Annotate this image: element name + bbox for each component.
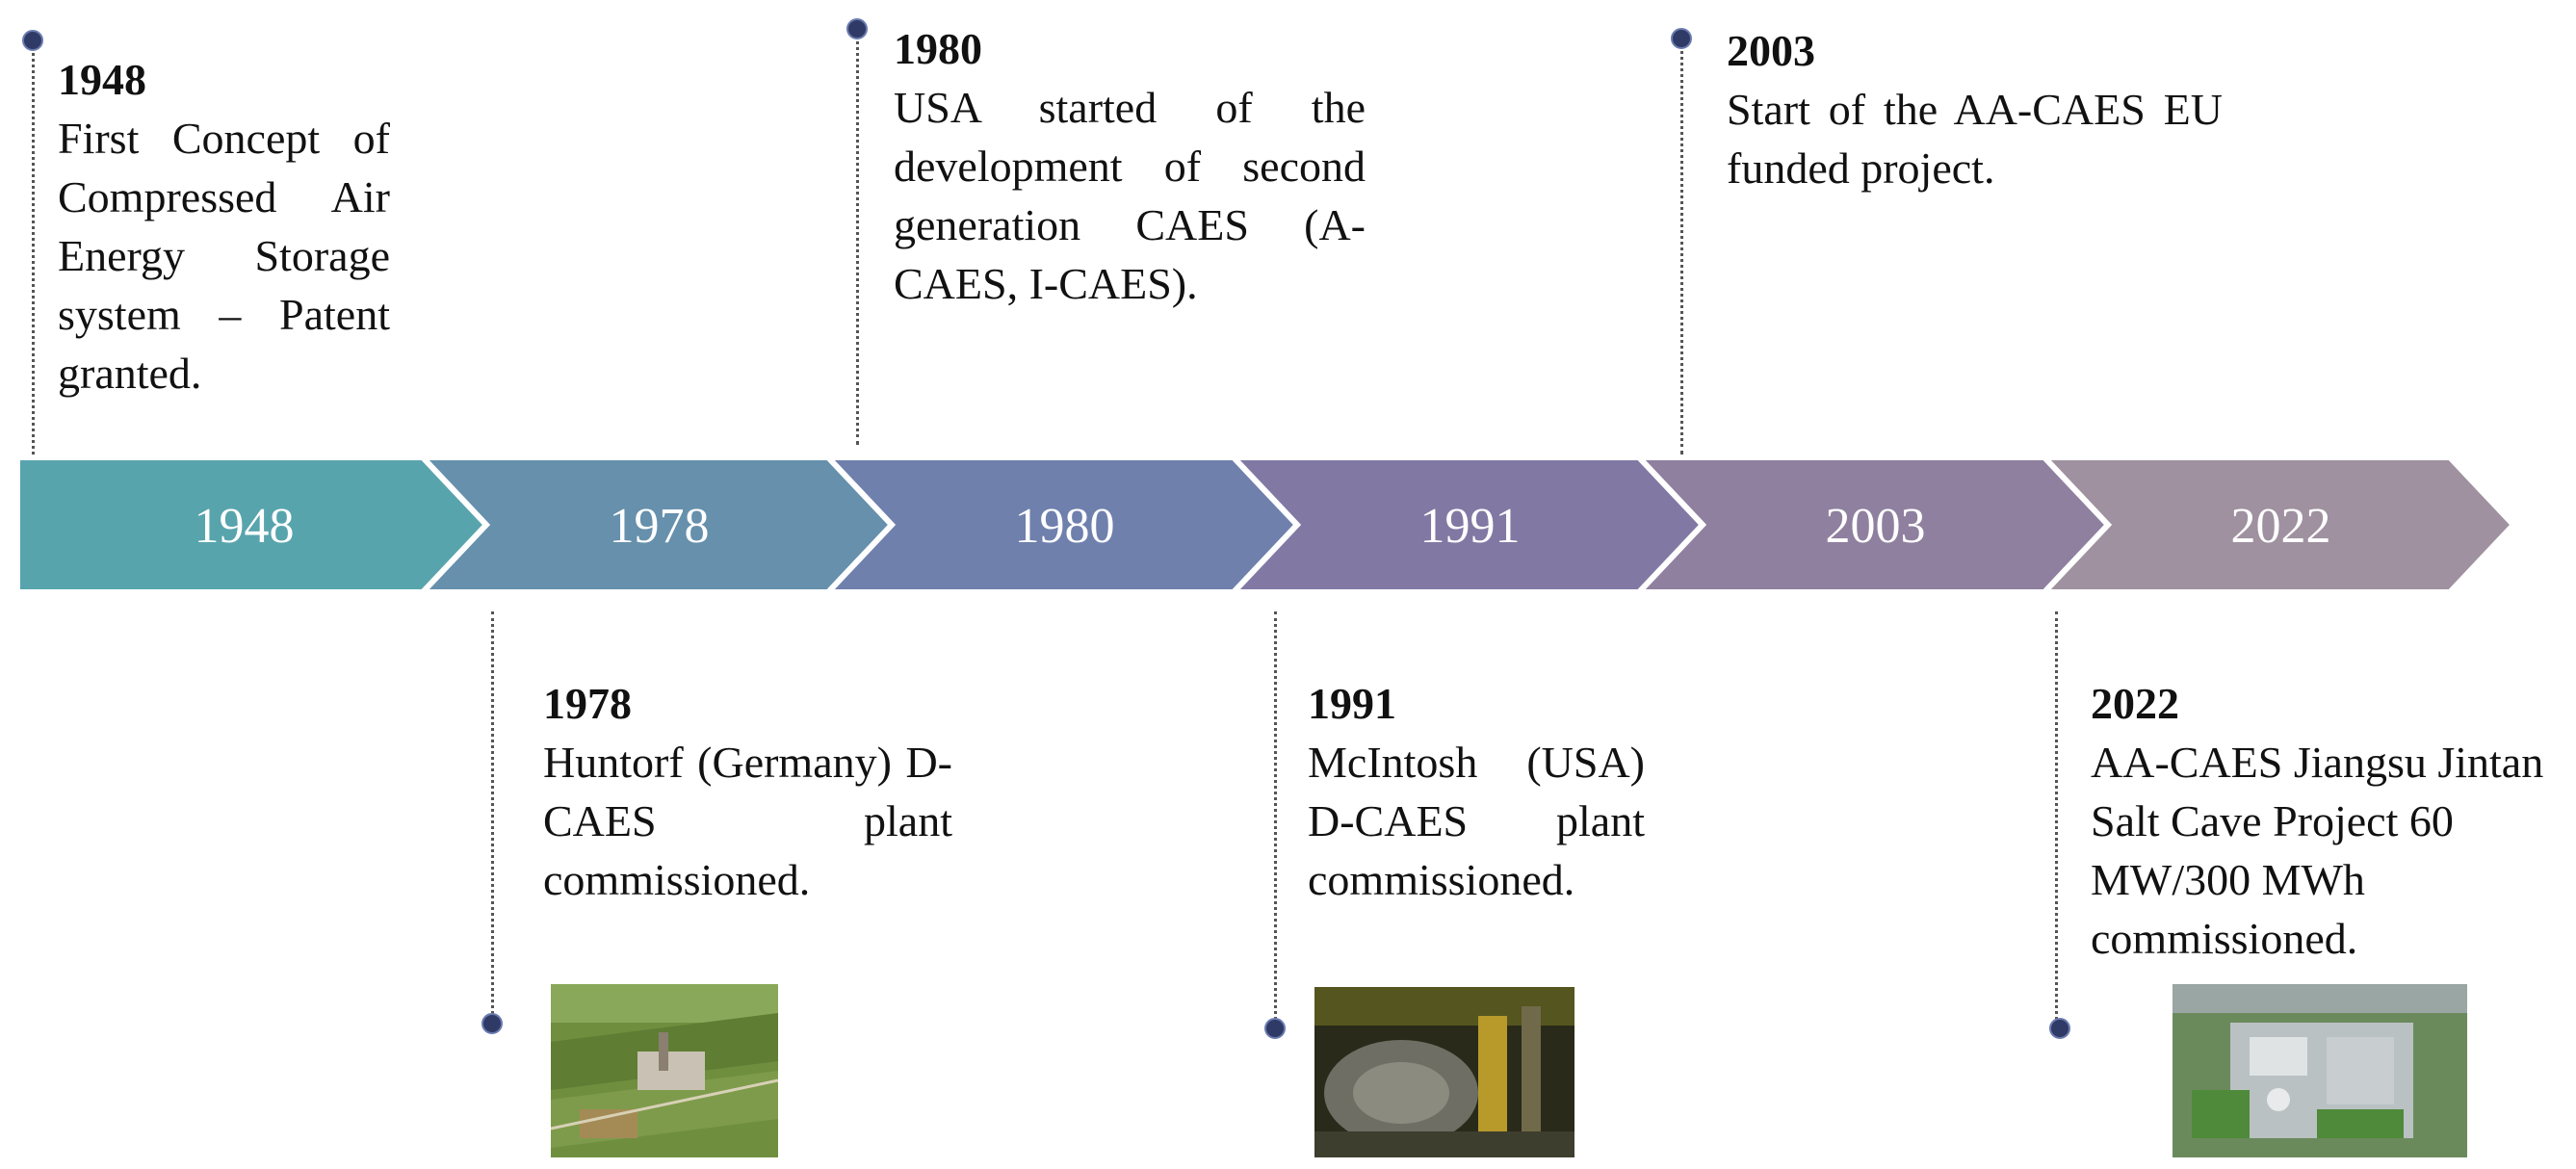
- event-2003: 2003 Start of the AA-CAES EU funded proj…: [1727, 21, 2223, 197]
- dot-2003: [1671, 28, 1692, 49]
- dot-1948: [22, 30, 43, 51]
- event-2003-year: 2003: [1727, 26, 1815, 75]
- event-1978: 1978 Huntorf (Germany) D-CAES plant comm…: [543, 674, 952, 909]
- stem-1948: [32, 40, 35, 455]
- timeline-segment-label-1991: 1991: [1420, 499, 1521, 554]
- event-1991-year: 1991: [1308, 679, 1396, 728]
- event-1978-desc: Huntorf (Germany) D-CAES plant commissio…: [543, 738, 952, 904]
- event-1948: 1948 First Concept of Compressed Air Ene…: [58, 50, 390, 403]
- timeline-segment-label-1978: 1978: [610, 499, 710, 554]
- event-2022-desc: AA-CAES Jiangsu Jintan Salt Cave Project…: [2091, 738, 2544, 963]
- dot-1978: [481, 1013, 503, 1034]
- event-2003-desc: Start of the AA-CAES EU funded project.: [1727, 85, 2223, 193]
- dot-1991: [1264, 1018, 1286, 1039]
- timeline-segment-label-1980: 1980: [1015, 499, 1115, 554]
- stem-2003: [1680, 39, 1683, 455]
- timeline-segment-label-1948: 1948: [195, 499, 295, 554]
- stem-1980: [856, 29, 859, 445]
- event-1948-desc: First Concept of Compressed Air Energy S…: [58, 114, 390, 398]
- event-1980-desc: USA started of the development of second…: [894, 83, 1366, 308]
- dot-1980: [846, 18, 868, 39]
- event-1991-desc: McIntosh (USA) D-CAES plant commissioned…: [1308, 738, 1645, 904]
- dot-2022: [2049, 1018, 2070, 1039]
- stem-1978: [491, 611, 494, 1021]
- timeline-segment-label-2022: 2022: [2231, 499, 2331, 554]
- stem-1991: [1274, 611, 1277, 1026]
- event-1980: 1980 USA started of the development of s…: [894, 19, 1366, 313]
- stem-2022: [2055, 611, 2058, 1026]
- huntorf-plant-photo: [551, 984, 778, 1157]
- jintan-plant-photo: [2173, 984, 2467, 1157]
- event-2022: 2022 AA-CAES Jiangsu Jintan Salt Cave Pr…: [2091, 674, 2572, 968]
- event-1948-year: 1948: [58, 55, 146, 104]
- event-2022-year: 2022: [2091, 679, 2179, 728]
- event-1991: 1991 McIntosh (USA) D-CAES plant commiss…: [1308, 674, 1645, 909]
- timeline-segment-2022: [2038, 455, 2518, 595]
- timeline-segment-label-2003: 2003: [1826, 499, 1926, 554]
- mcintosh-plant-photo: [1314, 987, 1574, 1157]
- event-1978-year: 1978: [543, 679, 632, 728]
- event-1980-year: 1980: [894, 24, 982, 73]
